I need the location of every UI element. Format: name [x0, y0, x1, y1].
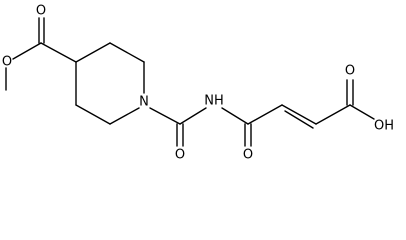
bond-alkene-double-2 [284, 110, 314, 129]
atom-ring-n: N [139, 95, 149, 110]
atom-urea-o: O [175, 148, 185, 163]
chemical-structure: O O N O NH O O OH [2, 4, 394, 163]
bond-ester-c-ring [40, 42, 77, 63]
atom-ester-o: O [2, 55, 12, 70]
atom-acid-carbonyl-o: O [345, 64, 355, 79]
bond-ring-4 [109, 107, 140, 125]
bond-ring-5 [75, 104, 111, 125]
bond-lines [5, 17, 375, 147]
bond-ring-1 [75, 42, 111, 63]
bond-amide-c-alkene [247, 104, 283, 125]
bond-acid-c-oh [349, 104, 375, 120]
atom-labels: O O N O NH O O OH [2, 4, 394, 163]
bond-nh-amide-c [221, 107, 249, 125]
bond-n-urea-c [149, 107, 181, 125]
atom-ester-carbonyl-o: O [36, 4, 46, 19]
bond-ring-2 [109, 42, 145, 63]
atom-acid-oh: OH [374, 119, 394, 134]
bond-alkene-double-1 [281, 104, 317, 125]
bond-urea-c-nh [179, 107, 207, 125]
bond-alkene-acid-c [315, 104, 351, 125]
atom-imide-nh: NH [204, 94, 224, 109]
atom-amide-o: O [243, 148, 253, 163]
bond-ester-o-carbonyl [12, 42, 42, 60]
